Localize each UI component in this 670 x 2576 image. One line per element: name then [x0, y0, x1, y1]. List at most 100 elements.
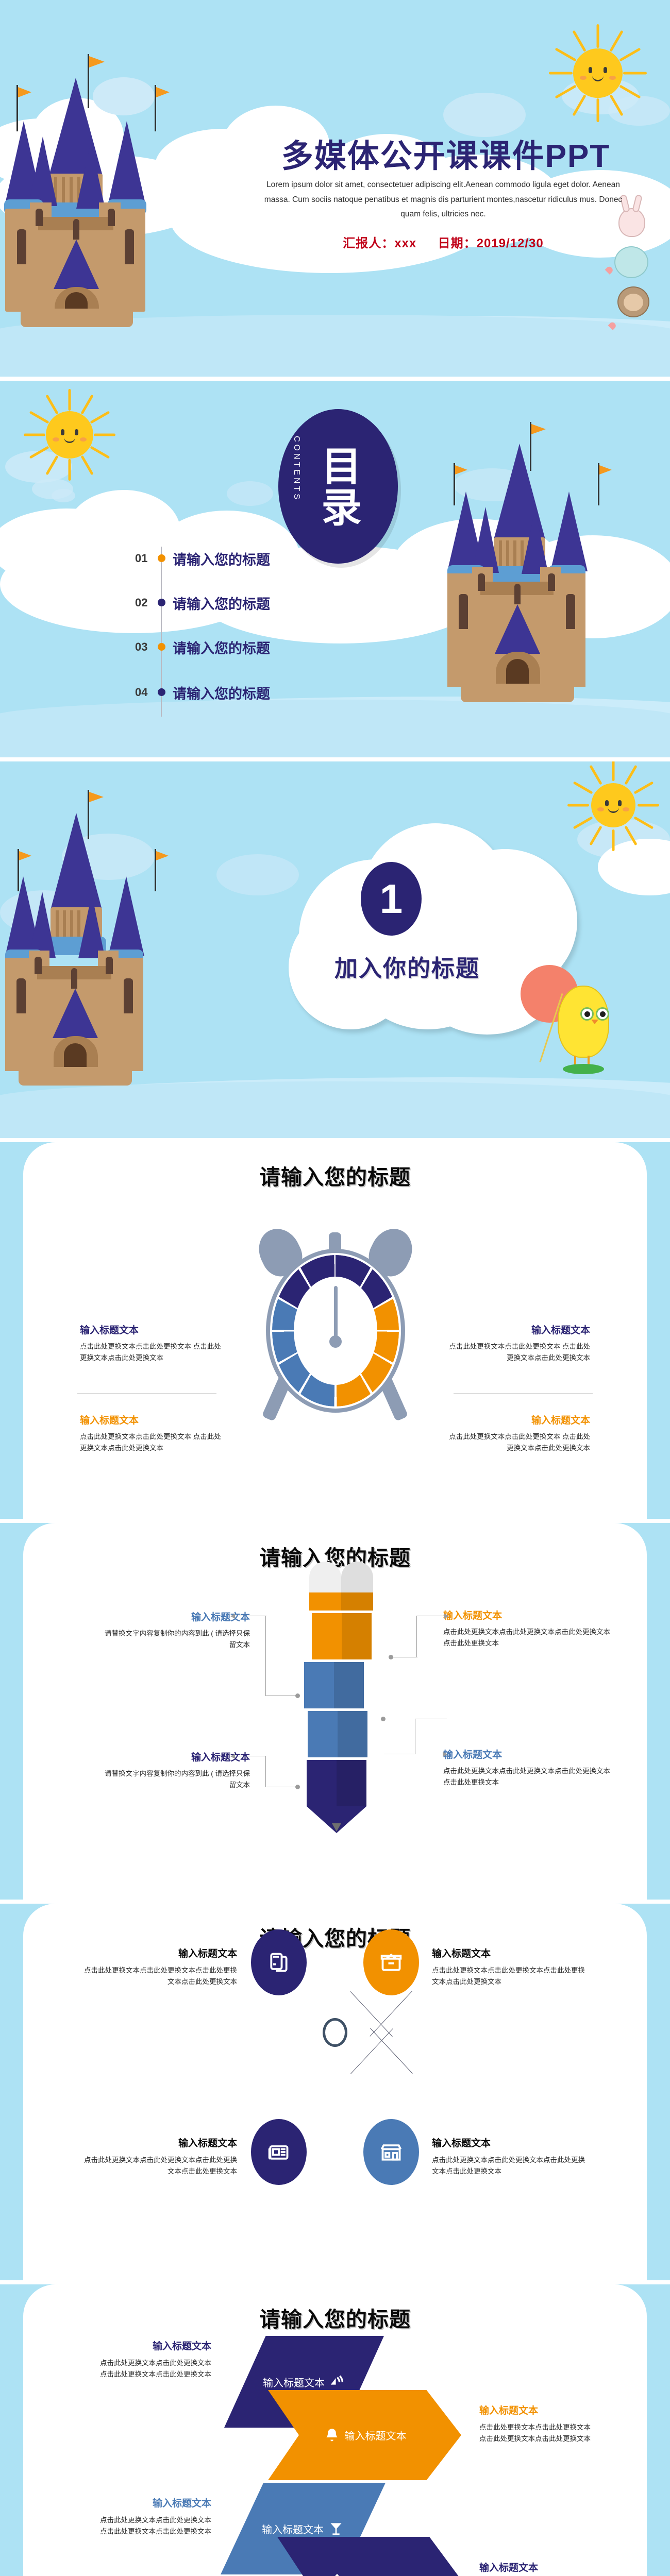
- info-heading: 输入标题文本: [191, 1752, 250, 1763]
- contents-item-label: 请输入您的标题: [173, 597, 270, 612]
- content-card: [23, 1904, 647, 2280]
- info-block: 输入标题文本 点击此处更换文本点击此处更换文本 点击此处更换文本点击此处更换文本: [80, 1413, 227, 1454]
- contents-chinese-label: 目录: [315, 445, 361, 528]
- info-body: 点击此处更换文本点击此处更换文本 点击此处更换文本点击此处更换文本: [479, 2424, 591, 2443]
- info-body: 点击此处更换文本点击此处更换文本点击此处更换文本点击此处更换文本: [443, 1767, 610, 1787]
- info-heading: 输入标题文本: [432, 1948, 491, 1959]
- slide-pencil-infographic: 请输入您的标题: [0, 1523, 670, 1900]
- section-number-badge: 1: [361, 862, 422, 936]
- info-body: 请替换文字内容复制你的内容到此 ( 请选择只保留文本: [105, 1770, 250, 1789]
- contents-badge: CONTENTS 目录: [278, 409, 398, 564]
- chevron-bar[interactable]: 输入标题文本: [268, 2390, 461, 2480]
- icon-badge-storefront[interactable]: [363, 2119, 419, 2185]
- presenter-label: 汇报人：xxx: [343, 236, 417, 250]
- diamond-icon: [329, 2573, 345, 2576]
- info-block: 输入标题文本 点击此处更换文本点击此处更换文本 点击此处更换文本点击此处更换文本: [67, 2496, 211, 2538]
- cocktail-icon: [330, 2523, 342, 2535]
- chevron-label: 输入标题文本: [263, 2377, 325, 2389]
- info-block: 输入标题文本 点击此处更换文本点击此处更换文本点击此处更换文本点击此处更换文本: [443, 1608, 611, 1650]
- sun-icon: [21, 386, 119, 484]
- castle-illustration: [4, 54, 278, 353]
- info-heading: 输入标题文本: [443, 1611, 502, 1621]
- animal-stickers: [604, 194, 666, 361]
- mobile-files-icon: [270, 1953, 288, 1972]
- contents-item-label: 请输入您的标题: [173, 552, 270, 568]
- info-heading: 输入标题文本: [432, 2138, 491, 2149]
- contents-item-number: 01: [135, 552, 148, 565]
- contents-item-number: 03: [135, 640, 148, 653]
- chevron-label: 输入标题文本: [344, 2431, 407, 2442]
- icon-badge-mobile-files[interactable]: [251, 1929, 307, 1995]
- info-block: 输入标题文本 点击此处更换文本点击此处更换文本 点击此处更换文本点击此处更换文本: [443, 1413, 590, 1454]
- contents-english-label: CONTENTS: [292, 436, 301, 502]
- cover-title: 多媒体公开课课件PPT: [281, 139, 611, 174]
- storefront-icon: [380, 2144, 402, 2161]
- info-block: 输入标题文本 点击此处更换文本点击此处更换文本点击此处更换文本点击此处更换文本: [82, 2136, 237, 2178]
- slide-cover: 多媒体公开课课件PPT Lorem ipsum dolor sit amet, …: [0, 0, 670, 377]
- info-body: 点击此处更换文本点击此处更换文本 点击此处更换文本点击此处更换文本: [449, 1433, 590, 1452]
- timeline-axis: [161, 547, 162, 717]
- info-body: 请替换文字内容复制你的内容到此 ( 请选择只保留文本: [105, 1630, 250, 1649]
- chevron-label: 输入标题文本: [262, 2524, 324, 2536]
- info-heading: 输入标题文本: [479, 2405, 539, 2416]
- info-heading: 输入标题文本: [178, 1948, 237, 1959]
- info-heading: 输入标题文本: [443, 1750, 502, 1760]
- newspaper-icon: [268, 2145, 289, 2160]
- info-body: 点击此处更换文本点击此处更换文本 点击此处更换文本点击此处更换文本: [80, 1343, 221, 1362]
- info-body: 点击此处更换文本点击此处更换文本 点击此处更换文本点击此处更换文本: [100, 2359, 211, 2379]
- slide-four-icons: 请输入您的标题 输入标题文本 点击此处更换文本点击此处更换文本点击此处更换文本点…: [0, 1904, 670, 2280]
- info-body: 点击此处更换文本点击此处更换文本 点击此处更换文本点击此处更换文本: [100, 2516, 211, 2536]
- signal-icon: [330, 2375, 344, 2385]
- cover-subtitle: Lorem ipsum dolor sit amet, consectetuer…: [264, 180, 623, 219]
- bell-icon: [326, 2428, 338, 2441]
- info-body: 点击此处更换文本点击此处更换文本点击此处更换文本点击此处更换文本: [432, 2156, 585, 2176]
- archive-box-icon: [380, 1953, 402, 1971]
- contents-item-label: 请输入您的标题: [173, 686, 270, 702]
- info-body: 点击此处更换文本点击此处更换文本点击此处更换文本点击此处更换文本: [432, 1967, 585, 1986]
- chick-sticker: [521, 965, 634, 1083]
- icon-badge-archive[interactable]: [363, 1929, 419, 1995]
- date-label: 日期：2019/12/30: [438, 236, 544, 250]
- info-body: 点击此处更换文本点击此处更换文本点击此处更换文本点击此处更换文本: [84, 2156, 237, 2176]
- info-block: 输入标题文本 请替换文字内容复制你的内容到此 ( 请选择只保留文本: [103, 1750, 250, 1791]
- sun-icon: [546, 22, 649, 125]
- info-block: 输入标题文本 点击此处更换文本点击此处更换文本点击此处更换文本点击此处更换文本: [443, 1747, 611, 1789]
- info-heading: 输入标题文本: [80, 1415, 139, 1426]
- info-heading: 输入标题文本: [531, 1325, 590, 1336]
- contents-item-dot: [158, 599, 165, 606]
- chevron-bar[interactable]: 输入标题文本: [277, 2537, 463, 2576]
- info-block: 输入标题文本 点击此处更换文本点击此处更换文本 点击此处更换文本点击此处更换文本: [479, 2560, 624, 2576]
- info-heading: 输入标题文本: [80, 1325, 139, 1336]
- pencil-diagram: [304, 1562, 379, 1833]
- contents-item-dot: [158, 643, 165, 651]
- contents-item-number: 02: [135, 596, 148, 609]
- slide-chevrons: 请输入您的标题 输入标题文本 输入标题文本 点击此处更换文本点击此处更换文本 点…: [0, 2284, 670, 2576]
- info-heading: 输入标题文本: [152, 2498, 211, 2509]
- alarm-clock-chart: [251, 1222, 420, 1433]
- slide-clock-infographic: 请输入您的标题 输入标题文本 点击此处更换文本点击此处更换文本 点击此处: [0, 1142, 670, 1519]
- icon-badge-newspaper[interactable]: [251, 2119, 307, 2185]
- info-heading: 输入标题文本: [531, 1415, 590, 1426]
- info-block: 输入标题文本 点击此处更换文本点击此处更换文本 点击此处更换文本点击此处更换文本: [479, 2403, 624, 2445]
- connector-line: [230, 1754, 309, 1789]
- info-body: 点击此处更换文本点击此处更换文本 点击此处更换文本点击此处更换文本: [449, 1343, 590, 1362]
- info-block: 输入标题文本 请替换文字内容复制你的内容到此 ( 请选择只保留文本: [103, 1609, 250, 1651]
- slide-section-1: 1 加入你的标题: [0, 761, 670, 1138]
- info-block: 输入标题文本 点击此处更换文本点击此处更换文本点击此处更换文本点击此处更换文本: [82, 1946, 237, 1988]
- info-body: 点击此处更换文本点击此处更换文本 点击此处更换文本点击此处更换文本: [80, 1433, 221, 1452]
- clock-hand: [334, 1286, 338, 1343]
- connector-line: [381, 1614, 449, 1659]
- info-block: 输入标题文本 点击此处更换文本点击此处更换文本 点击此处更换文本点击此处更换文本: [80, 1323, 227, 1364]
- info-block: 输入标题文本 点击此处更换文本点击此处更换文本 点击此处更换文本点击此处更换文本: [67, 2338, 211, 2381]
- info-block: 输入标题文本 点击此处更换文本点击此处更换文本点击此处更换文本点击此处更换文本: [432, 2136, 587, 2178]
- info-body: 点击此处更换文本点击此处更换文本点击此处更换文本点击此处更换文本: [84, 1967, 237, 1986]
- info-body: 点击此处更换文本点击此处更换文本点击此处更换文本点击此处更换文本: [443, 1628, 610, 1648]
- section-title: 加入你的标题: [334, 955, 480, 981]
- center-ring: [323, 2018, 347, 2047]
- connector-line: [374, 1717, 448, 1757]
- info-block: 输入标题文本 点击此处更换文本点击此处更换文本 点击此处更换文本点击此处更换文本: [443, 1323, 590, 1364]
- info-heading: 输入标题文本: [479, 2563, 539, 2573]
- castle-illustration: [5, 785, 273, 1094]
- slide-title: 请输入您的标题: [259, 1165, 411, 1189]
